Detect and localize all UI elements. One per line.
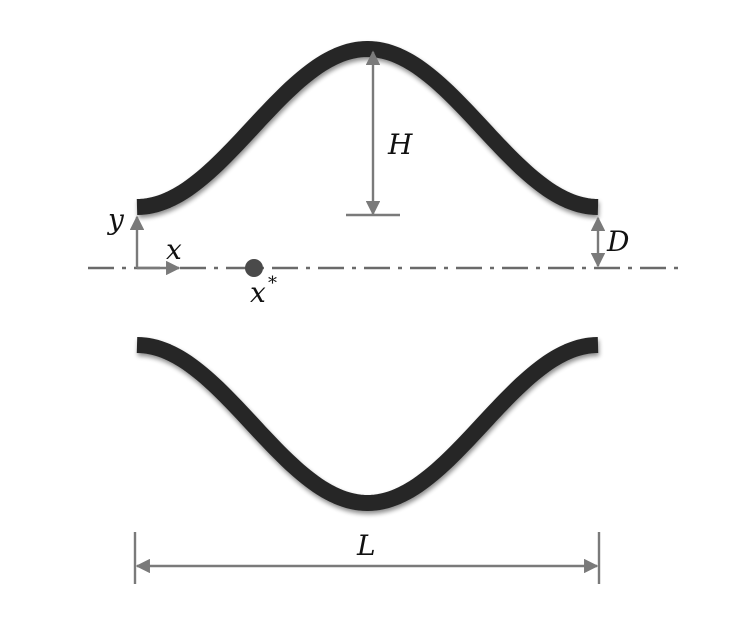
upper-wall [132, 41, 603, 215]
x-axis-label: x [166, 233, 182, 266]
point-label: x [250, 276, 266, 309]
point-label-superscript: * [268, 273, 277, 294]
height-label: H [387, 128, 413, 161]
point-marker [245, 259, 263, 277]
lower-wall [132, 337, 603, 511]
gap-label: D [606, 225, 629, 258]
y-axis-label: y [106, 203, 125, 236]
length-label: L [356, 529, 376, 562]
